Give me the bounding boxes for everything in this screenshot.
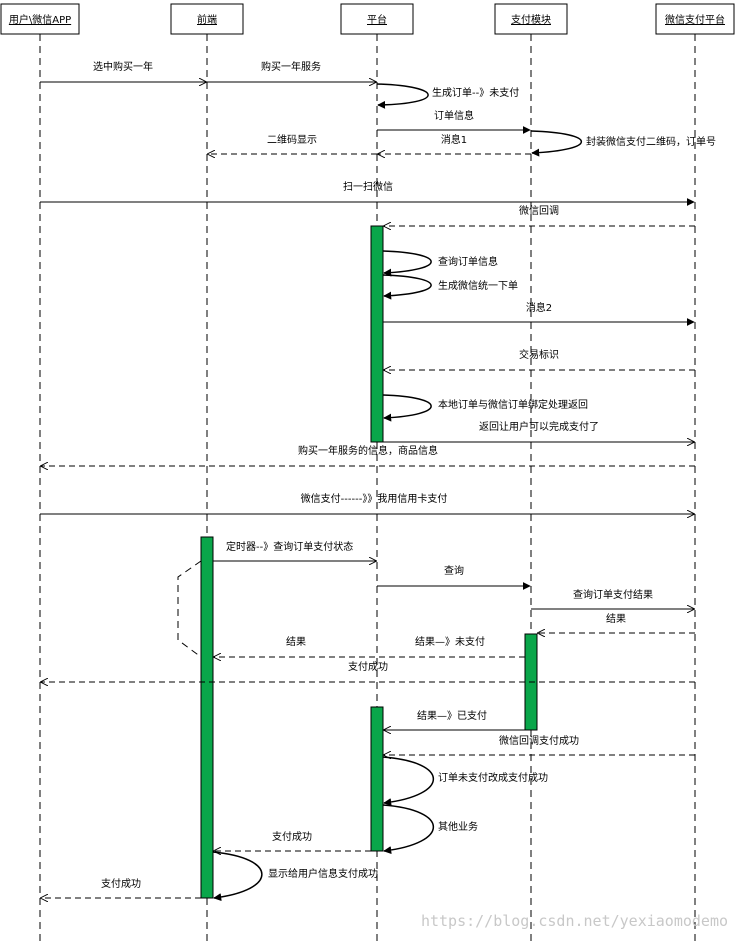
message-m9: 微信回调 [384,204,695,226]
message-m9-label: 微信回调 [519,204,559,217]
message-m15-label: 返回让用户可以完成支付了 [479,420,599,433]
activation-platform-2 [370,706,384,852]
message-m13: 交易标识 [384,348,695,370]
actor-front: 前端 [170,3,244,35]
message-m8: 扫一扫微信 [40,180,695,206]
message-m19: 查询 [377,564,531,590]
actor-paymod: 支付模块 [494,3,568,35]
message-m29: 显示给用户信息支付成功 [212,851,378,902]
message-m4: 订单信息 [377,109,531,134]
actor-paymod-label: 支付模块 [511,13,551,26]
message-m10: 查询订单信息 [382,250,498,277]
message-m16-label: 购买一年服务的信息，商品信息 [298,444,438,457]
actor-platform-label: 平台 [367,13,387,26]
message-m27: 其他业务 [382,804,478,855]
message-m22: 结果 结果—》未支付 [214,635,525,657]
message-m6-label: 消息1 [441,133,467,146]
message-m26-label: 订单未支付改成支付成功 [438,771,548,784]
message-m22b-label: 结果—》未支付 [415,635,485,648]
message-m22-label: 结果 [286,635,306,648]
message-m18-label: 定时器--》查询订单支付状态 [226,540,353,553]
message-m15: 返回让用户可以完成支付了 [383,420,694,442]
message-m14: 本地订单与微信订单绑定处理返回 [382,394,588,422]
activation-platform-1 [370,225,384,443]
message-m20: 查询订单支付结果 [531,588,694,609]
message-m8-label: 扫一扫微信 [343,180,393,193]
message-m11-label: 生成微信统一下单 [438,279,518,292]
message-m4-label: 订单信息 [434,109,474,122]
message-m3: 生成订单--》未支付 [376,83,519,109]
message-m14-label: 本地订单与微信订单绑定处理返回 [438,398,588,411]
message-m17-label: 微信支付------》》我用信用卡支付 [301,492,448,505]
message-m19-label: 查询 [444,564,464,577]
message-m16: 购买一年服务的信息，商品信息 [41,444,695,466]
message-m11: 生成微信统一下单 [382,274,518,300]
message-m30: 支付成功 [41,877,201,898]
watermark-text: https://blog.csdn.net/yexiaomodemo [421,912,728,930]
message-m26: 订单未支付改成支付成功 [382,756,548,807]
timer-loop-line [177,560,202,658]
lifelines [39,34,696,942]
message-m1: 选中购买一年 [40,60,206,82]
message-m24: 结果—》已支付 [384,709,525,730]
message-m2: 购买一年服务 [207,60,376,82]
message-m7-label: 二维码显示 [267,133,317,146]
activation-front [200,536,214,899]
message-m5: 封装微信支付二维码，订单号 [530,130,716,157]
message-m21: 结果 [538,612,695,633]
message-m13-label: 交易标识 [519,348,559,361]
message-m7: 二维码显示 [208,133,377,154]
actor-wxpay: 微信支付平台 [655,3,735,35]
message-m25: 微信回调支付成功 [384,734,695,755]
actor-front-label: 前端 [197,13,217,26]
message-m6: 消息1 [378,133,531,154]
message-m10-label: 查询订单信息 [438,255,498,268]
message-m28: 支付成功 [214,830,371,851]
message-m1-label: 选中购买一年 [93,60,153,73]
message-m24-label: 结果—》已支付 [417,709,487,722]
message-m25-label: 微信回调支付成功 [499,734,579,747]
message-m20-label: 查询订单支付结果 [573,588,653,601]
actor-user: 用户\微信APP [0,3,80,35]
message-m23: 支付成功 [41,660,695,682]
message-m12-label: 消息2 [526,301,552,314]
message-m12: 消息2 [383,301,695,326]
actor-wxpay-label: 微信支付平台 [665,13,725,26]
message-m23-label: 支付成功 [348,660,388,673]
message-m21-label: 结果 [606,612,626,625]
actor-platform: 平台 [340,3,414,35]
message-m5-label: 封装微信支付二维码，订单号 [586,135,716,148]
message-m2-label: 购买一年服务 [261,60,321,73]
actor-user-label: 用户\微信APP [9,13,71,26]
message-m29-label: 显示给用户信息支付成功 [268,867,378,880]
message-m30-label: 支付成功 [101,877,141,890]
message-m3-label: 生成订单--》未支付 [432,86,519,99]
message-m18: 定时器--》查询订单支付状态 [213,540,376,561]
message-m17: 微信支付------》》我用信用卡支付 [40,492,694,514]
message-m28-label: 支付成功 [272,830,312,843]
message-m27-label: 其他业务 [438,820,478,833]
